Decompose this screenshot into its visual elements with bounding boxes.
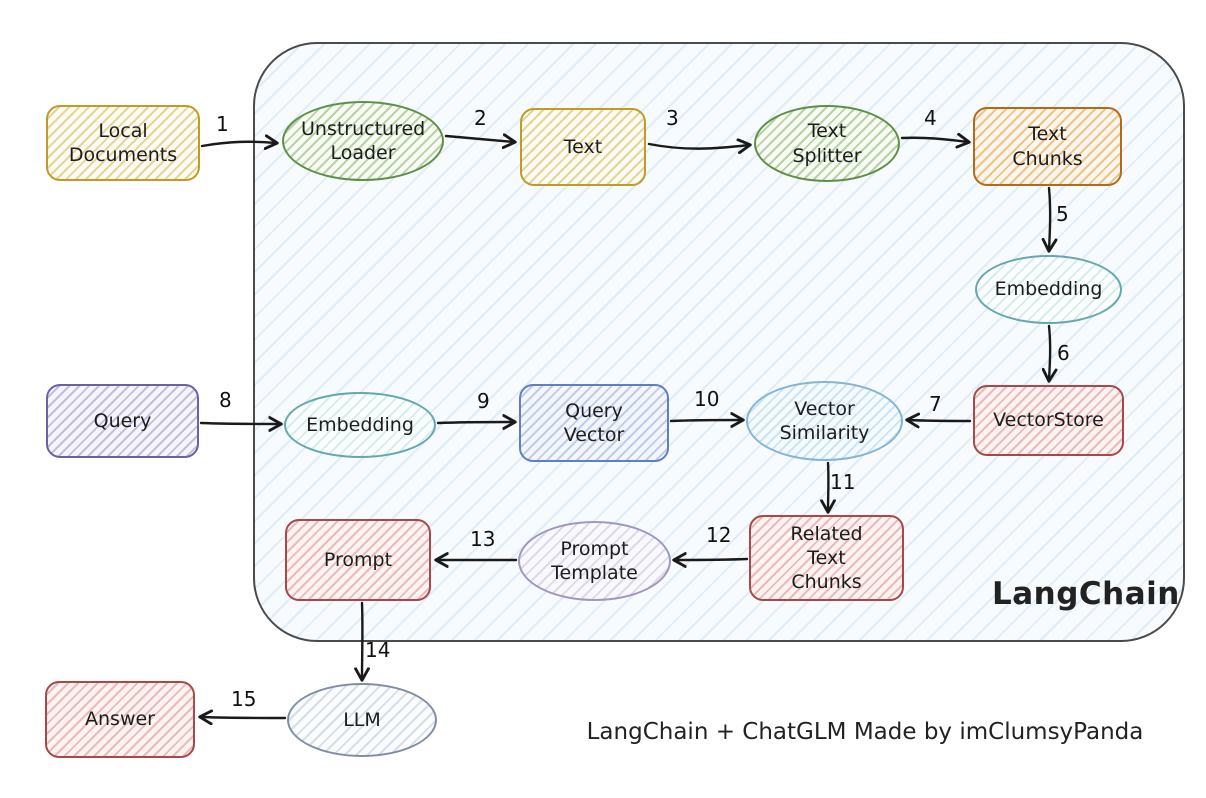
node-label: LLM <box>343 708 381 731</box>
node-related-text-chunks: Related Text Chunks <box>749 515 904 601</box>
node-query: Query <box>46 384 199 458</box>
node-label: Query Vector <box>563 399 625 446</box>
node-label: Query <box>93 409 152 432</box>
langchain-boundary-label: LangChain <box>992 576 1180 612</box>
node-label: Prompt Template <box>551 537 638 584</box>
edge-label-1: 1 <box>216 112 229 136</box>
node-embedding-store: Embedding <box>975 255 1122 324</box>
edge-label-3: 3 <box>666 106 679 130</box>
edge-label-15: 15 <box>231 687 257 711</box>
node-label: Embedding <box>994 278 1103 301</box>
node-label: Text Chunks <box>1012 123 1083 170</box>
node-vector-similarity: Vector Similarity <box>746 381 903 461</box>
edge-label-14: 14 <box>365 638 391 662</box>
edge-label-10: 10 <box>694 387 720 411</box>
edge-label-5: 5 <box>1056 202 1069 226</box>
node-label: Local Documents <box>68 119 178 166</box>
edge-label-6: 6 <box>1057 341 1070 365</box>
edge-label-8: 8 <box>219 388 232 412</box>
node-label: Vector Similarity <box>779 397 870 444</box>
node-text-splitter: Text Splitter <box>754 105 900 182</box>
node-text: Text <box>520 108 646 186</box>
node-vectorstore: VectorStore <box>973 385 1124 456</box>
node-local-documents: Local Documents <box>46 105 200 181</box>
edge-label-11: 11 <box>830 470 856 494</box>
node-text-chunks: Text Chunks <box>973 107 1122 186</box>
edge-label-2: 2 <box>474 106 487 130</box>
edge-label-7: 7 <box>929 392 942 416</box>
node-llm: LLM <box>287 683 437 757</box>
node-label: Embedding <box>306 413 414 436</box>
edge-label-9: 9 <box>477 389 490 413</box>
node-label: Text <box>563 135 603 158</box>
edge-label-13: 13 <box>470 527 496 551</box>
node-label: VectorStore <box>993 409 1104 432</box>
diagram-caption: LangChain + ChatGLM Made by imClumsyPand… <box>586 719 1144 745</box>
node-label: Text Splitter <box>792 120 862 167</box>
node-label: Related Text Chunks <box>790 522 863 594</box>
node-answer: Answer <box>45 681 195 758</box>
node-prompt-template: Prompt Template <box>518 521 671 601</box>
node-label: Answer <box>85 708 155 731</box>
node-query-vector: Query Vector <box>519 384 669 462</box>
arrow-15 <box>201 717 287 718</box>
node-embedding-query: Embedding <box>284 392 436 458</box>
edge-label-4: 4 <box>924 106 937 130</box>
node-label: Unstructured Loader <box>301 117 426 164</box>
node-unstructured-loader: Unstructured Loader <box>282 101 444 181</box>
edge-label-12: 12 <box>706 523 732 547</box>
node-label: Prompt <box>323 548 393 571</box>
node-prompt: Prompt <box>285 519 431 601</box>
